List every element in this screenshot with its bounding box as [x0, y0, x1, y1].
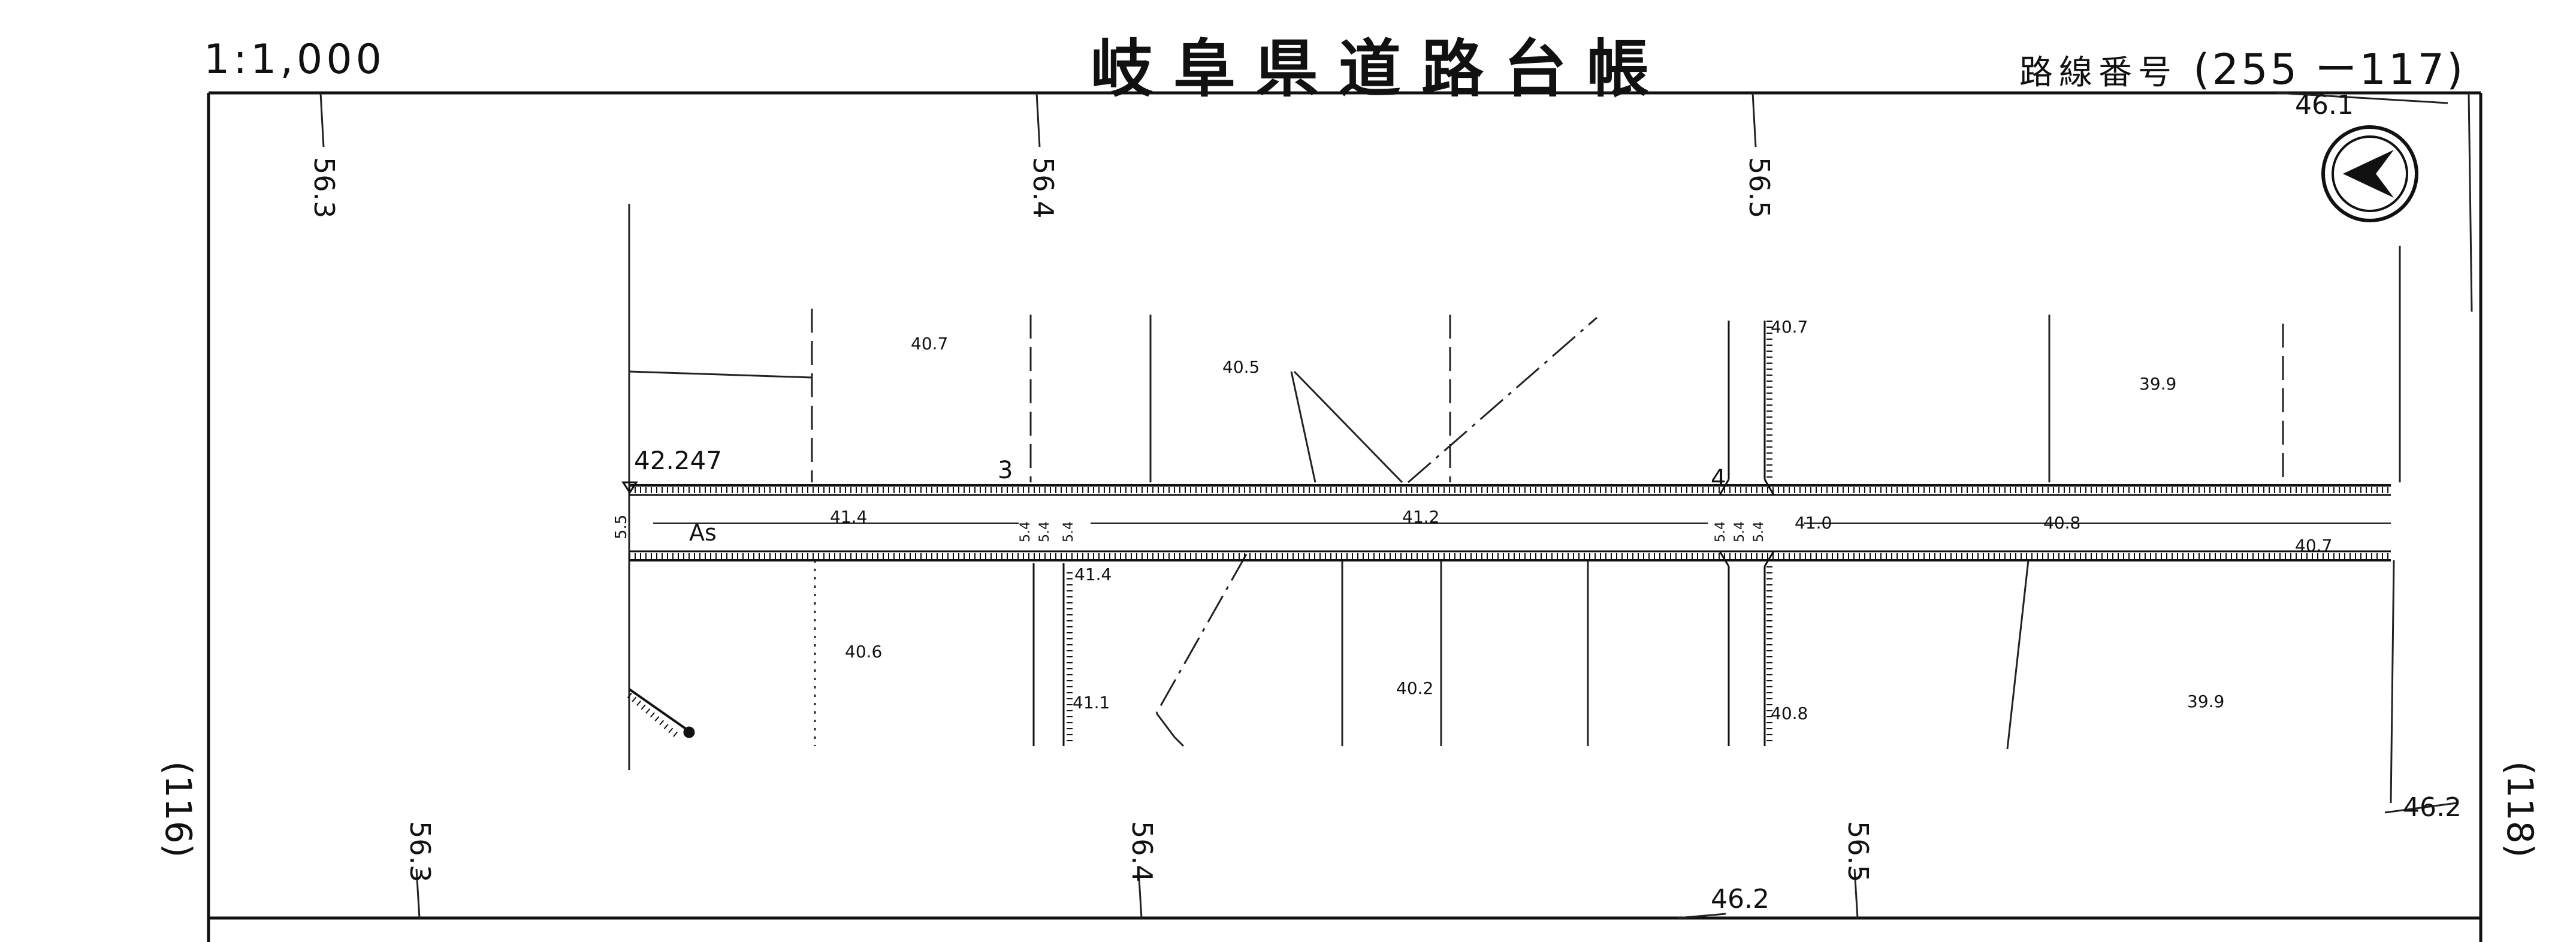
right-sheet-ref: (118) — [2499, 761, 2541, 858]
elev-road-1: 41.4 — [830, 507, 867, 527]
section-mark-4: 4 — [1711, 465, 1726, 493]
grid-label-bottom-1: 56.3 — [404, 821, 436, 882]
grid-label-top-4: 46.1 — [2295, 90, 2354, 120]
grid-label-top-1: 56.3 — [308, 157, 340, 218]
elev-road-4: 40.8 — [2043, 513, 2080, 533]
elev-south-3: 40.2 — [1396, 678, 1433, 698]
grid-label-top-2: 56.4 — [1027, 157, 1059, 218]
start-elevation: 42.247 — [634, 446, 722, 475]
road-body — [621, 321, 2391, 746]
route-label: 路線番号 — [2019, 53, 2178, 92]
surface-type: As — [689, 520, 717, 546]
section-mark-3: 3 — [998, 457, 1013, 484]
left-sheet-ref: (116) — [157, 761, 199, 858]
width-mark-1: 5.4 — [1018, 521, 1033, 542]
grid-label-bottom-3: 56.5 — [1842, 821, 1874, 882]
road-width: 5.5 — [612, 515, 630, 539]
width-mark-2: 5.4 — [1037, 521, 1052, 542]
route-number-block: 路線番号 (255 ー117) — [2019, 36, 2465, 96]
route-number: (255 ー117) — [2193, 45, 2466, 94]
parcel-lines — [628, 204, 2401, 804]
elev-road-3: 41.0 — [1795, 513, 1832, 533]
grid-label-top-3: 56.5 — [1743, 157, 1775, 218]
grid-label-bottom-5: 46.2 — [2403, 792, 2462, 823]
elev-north-2: 40.5 — [1222, 357, 1260, 377]
grid-ticks — [319, 92, 2473, 919]
elev-road-2: 41.2 — [1402, 507, 1439, 527]
elev-south-4: 40.8 — [1771, 704, 1808, 723]
map-scale: 1:1,000 — [204, 36, 385, 83]
elev-north-3: 40.7 — [1771, 317, 1808, 337]
map-frame — [207, 91, 2483, 942]
elev-road-5: 40.7 — [2295, 536, 2332, 555]
width-mark-6: 5.4 — [1751, 521, 1766, 542]
width-mark-3: 5.4 — [1061, 521, 1076, 542]
elev-north-1: 40.7 — [911, 334, 948, 354]
elev-south-1: 40.6 — [845, 642, 882, 662]
width-mark-4: 5.4 — [1713, 521, 1728, 542]
elev-north-4: 39.9 — [2139, 374, 2176, 394]
grid-label-bottom-4: 46.2 — [1711, 884, 1769, 914]
elev-road-6: 41.4 — [1074, 564, 1112, 584]
width-mark-5: 5.4 — [1732, 521, 1747, 542]
elev-south-5: 39.9 — [2187, 692, 2224, 711]
grid-label-bottom-2: 56.4 — [1126, 821, 1158, 882]
elev-south-2: 41.1 — [1073, 693, 1110, 712]
north-arrow-icon — [2321, 125, 2418, 222]
